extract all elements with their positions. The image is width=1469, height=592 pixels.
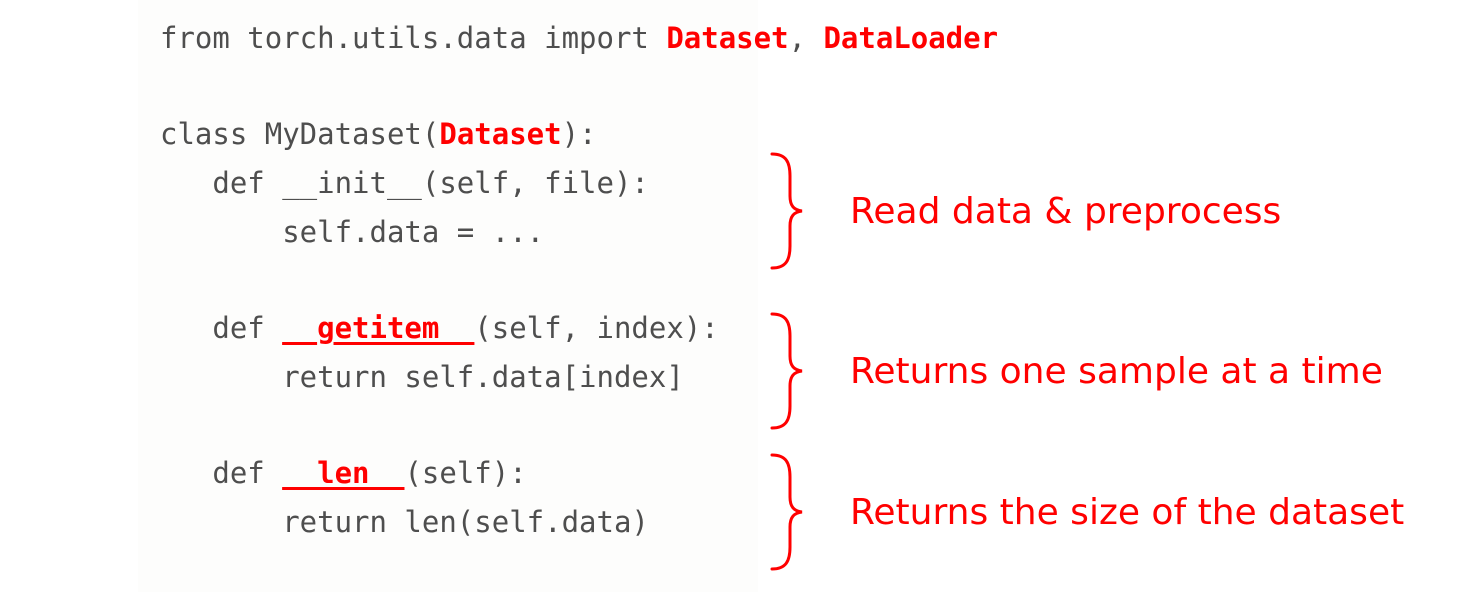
code-block xyxy=(138,0,758,592)
getitem-prefix: def xyxy=(160,311,283,345)
len-suffix: (self): xyxy=(404,456,527,490)
class-base-dataset: Dataset xyxy=(439,117,562,151)
import-dataset: Dataset xyxy=(666,21,789,55)
code-line-init-def: def __init__(self, file): xyxy=(160,166,649,200)
code-line-getitem-body: return self.data[index] xyxy=(160,360,684,394)
class-suffix: ): xyxy=(561,117,597,151)
getitem-suffix: (self, index): xyxy=(474,311,719,345)
brace-getitem xyxy=(770,312,803,430)
code-line-init-body: self.data = ... xyxy=(160,215,545,249)
import-dataloader: DataLoader xyxy=(823,21,999,55)
class-prefix: class MyDataset( xyxy=(160,117,440,151)
brace-init xyxy=(770,152,803,270)
code-line-class: class MyDataset(Dataset): xyxy=(160,120,597,149)
brace-len xyxy=(770,453,803,571)
len-prefix: def xyxy=(160,456,283,490)
annotation-len: Returns the size of the dataset xyxy=(850,492,1405,533)
len-method-name: __len__ xyxy=(282,456,405,490)
import-separator: , xyxy=(788,21,824,55)
code-line-getitem-def: def __getitem__(self, index): xyxy=(160,311,719,345)
code-line-import: from torch.utils.data import Dataset, Da… xyxy=(160,24,998,53)
code-line-len-body: return len(self.data) xyxy=(160,505,649,539)
import-prefix: from torch.utils.data import xyxy=(160,21,667,55)
annotation-getitem: Returns one sample at a time xyxy=(850,351,1383,392)
annotation-init: Read data & preprocess xyxy=(850,191,1282,232)
getitem-method-name: __getitem__ xyxy=(282,311,475,345)
code-line-len-def: def __len__(self): xyxy=(160,456,527,490)
